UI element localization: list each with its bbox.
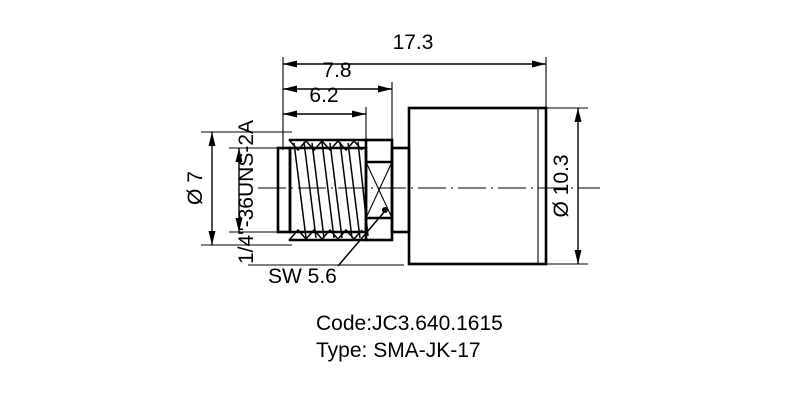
dimension-thread-length: 6.2 [309, 84, 338, 107]
dimension-thread-spec: 1/4"-36UNS-2A [235, 120, 258, 264]
caption-type: Type: SMA-JK-17 [316, 339, 481, 362]
dimension-overall-length: 17.3 [393, 31, 434, 54]
dimension-shoulder-length: 7.8 [322, 59, 351, 82]
flange-body [407, 106, 548, 266]
dimension-lines-vertical [208, 108, 582, 264]
dimension-flange-diameter: Ø 10.3 [550, 154, 573, 217]
hex-wrench-section [364, 138, 394, 242]
sw-leader-line [337, 207, 388, 267]
extension-lines [201, 57, 588, 266]
thread-collar [276, 146, 292, 234]
dimension-body-diameter: Ø 7 [184, 171, 207, 205]
shoulder-step [390, 146, 411, 234]
caption-code: Code:JC3.640.1615 [316, 312, 503, 335]
dimension-lines-horizontal [283, 60, 546, 118]
dimension-wrench-flat: SW 5.6 [268, 265, 337, 288]
threaded-section [288, 138, 369, 242]
